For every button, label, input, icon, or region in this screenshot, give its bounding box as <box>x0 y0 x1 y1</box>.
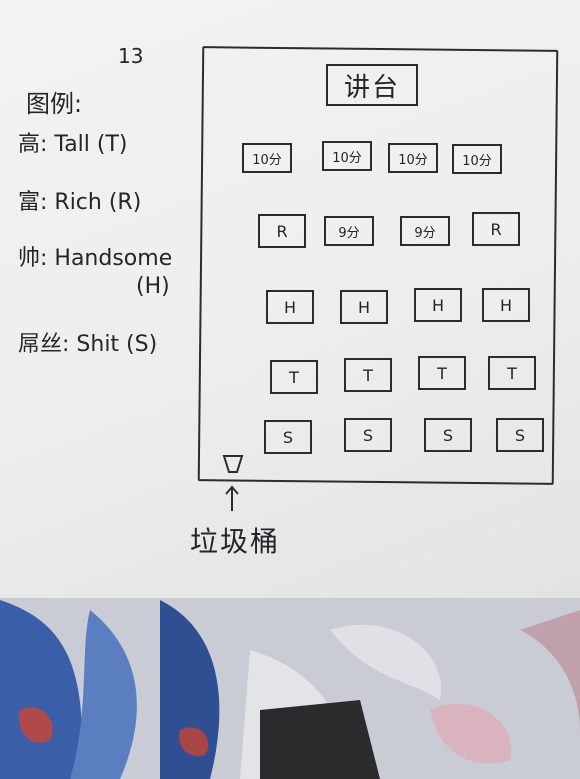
desk-r3-c3: H <box>414 288 462 322</box>
page-number: 13 <box>118 44 144 68</box>
desk-r4-c1: T <box>270 360 318 394</box>
desk-r2-c1: R <box>258 214 306 248</box>
legend-item-rich: 富: Rich (R) <box>18 190 142 215</box>
desk-r1-c1: 10分 <box>242 143 292 173</box>
trash-can-icon <box>222 455 244 473</box>
desk-r4-c2: T <box>344 358 392 392</box>
desk-r4-c4: T <box>488 356 536 390</box>
podium-box: 讲台 <box>326 64 418 106</box>
desk-r2-c3: 9分 <box>400 216 450 246</box>
paper-sheet: 13 图例: 高: Tall (T) 富: Rich (R) 帅: Handso… <box>0 0 580 598</box>
legend-title: 图例: <box>26 90 83 118</box>
trash-can-label: 垃圾桶 <box>190 525 281 558</box>
legend-item-tall: 高: Tall (T) <box>18 132 128 157</box>
desk-r2-c2: 9分 <box>324 216 374 246</box>
desk-r3-c1: H <box>266 290 314 324</box>
legend-item-shit: 屌丝: Shit (S) <box>18 332 158 357</box>
desk-r1-c3: 10分 <box>388 143 438 173</box>
desk-r5-c2: S <box>344 418 392 452</box>
desk-r3-c2: H <box>340 290 388 324</box>
desk-r5-c1: S <box>264 420 312 454</box>
desk-r1-c2: 10分 <box>322 141 372 171</box>
legend-item-handsome: 帅: Handsome <box>18 246 173 271</box>
fabric-background <box>0 590 580 779</box>
legend-item-handsome-abbr: (H) <box>136 274 170 299</box>
arrow-up-icon <box>225 485 239 511</box>
desk-r4-c3: T <box>418 356 466 390</box>
desk-r2-c4: R <box>472 212 520 246</box>
desk-r5-c3: S <box>424 418 472 452</box>
fabric-pattern <box>0 590 580 779</box>
desk-r1-c4: 10分 <box>452 144 502 174</box>
desk-r3-c4: H <box>482 288 530 322</box>
desk-r5-c4: S <box>496 418 544 452</box>
